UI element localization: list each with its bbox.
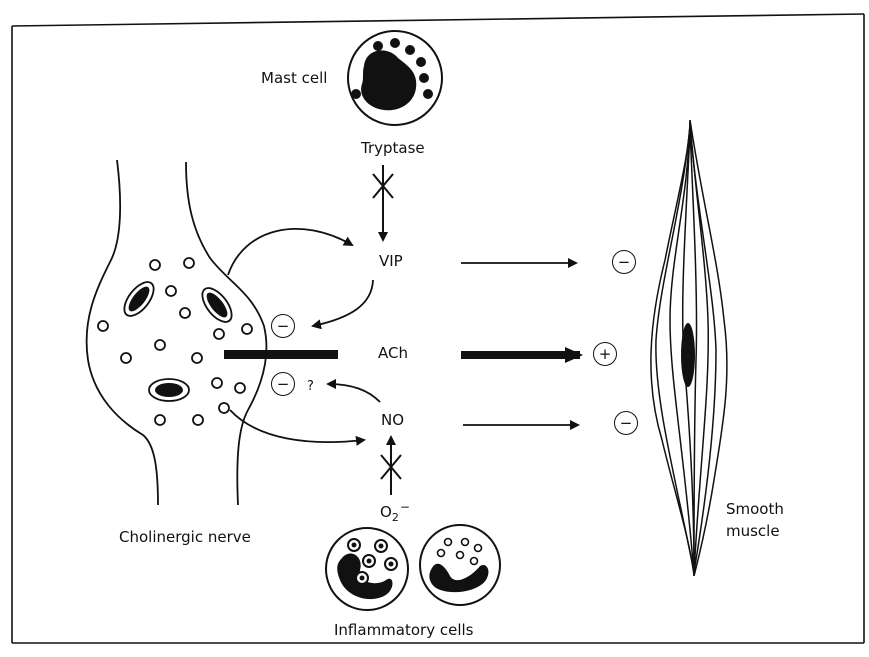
o2-to-no-arrow <box>381 437 401 495</box>
vip-feedback-sign: − <box>271 314 295 338</box>
no-feedback-sign: − <box>271 372 295 396</box>
nerve-to-no-arrow <box>230 410 364 442</box>
no-effect-sign: − <box>614 411 638 435</box>
tryptase-label: Tryptase <box>361 139 425 157</box>
muscle-nucleus <box>681 323 695 387</box>
inflammatory-cell-left <box>326 528 408 610</box>
cholinergic-nerve-graphic <box>87 160 267 505</box>
smooth-muscle-line1: Smooth <box>726 498 784 520</box>
vip-label: VIP <box>379 252 403 270</box>
inflammatory-cell-right <box>420 525 500 605</box>
smooth-muscle-line2: muscle <box>726 520 784 542</box>
superoxide-sup: − <box>400 500 410 514</box>
smooth-muscle-label: Smooth muscle <box>726 498 784 542</box>
ach-label: ACh <box>378 344 408 362</box>
mast-cell-graphic <box>348 31 442 125</box>
ach-release-bar <box>224 350 338 359</box>
vip-feedback-arrow <box>313 280 373 326</box>
question-mark: ? <box>307 379 314 394</box>
inflammatory-cells-label: Inflammatory cells <box>334 621 473 639</box>
superoxide-label: O2− <box>380 500 410 524</box>
no-feedback-arrow <box>328 384 380 402</box>
tryptase-to-vip-arrow <box>373 165 393 240</box>
no-label: NO <box>381 411 404 429</box>
cholinergic-nerve-label: Cholinergic nerve <box>119 528 251 546</box>
vip-effect-sign: − <box>612 250 636 274</box>
superoxide-sub: 2 <box>392 511 399 524</box>
mast-cell-label: Mast cell <box>261 69 327 87</box>
nerve-to-vip-arrow <box>228 229 352 275</box>
superoxide-o: O <box>380 503 392 521</box>
ach-effect-sign: + <box>593 342 617 366</box>
